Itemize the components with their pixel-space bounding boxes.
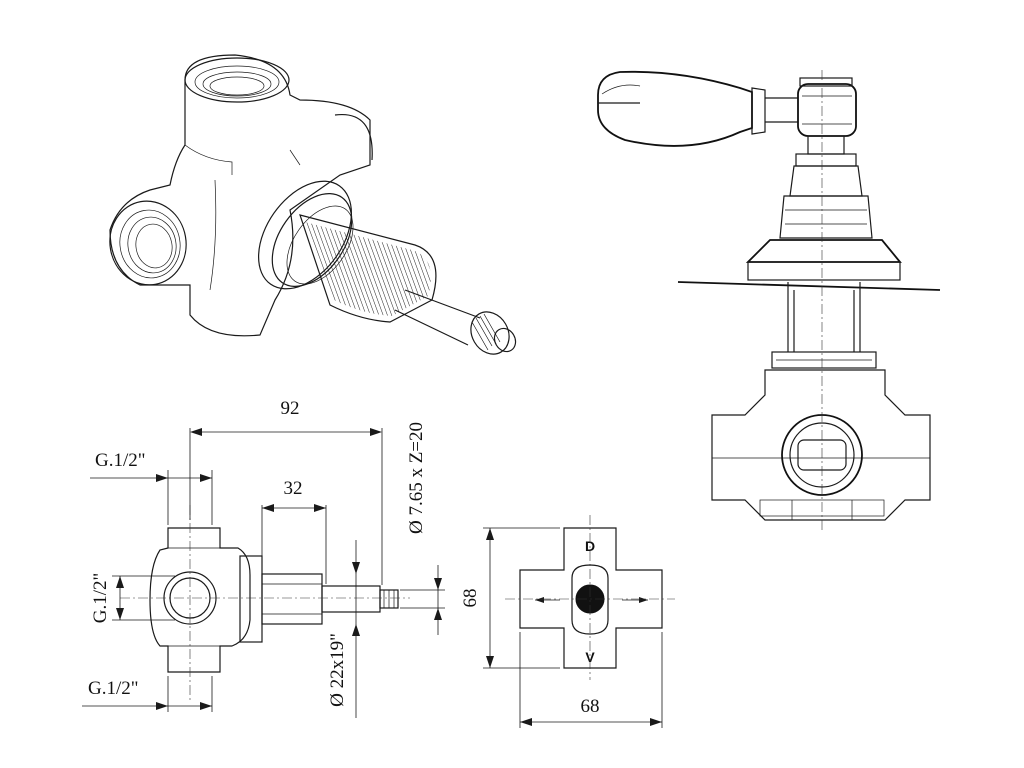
- dim-body-thread: Ø 22x19": [327, 633, 348, 707]
- dim-inlet-side: G.1/2": [90, 573, 111, 624]
- side-dimension-view: 92 32 G.1/2" G.1/2" G.1/2" Ø 7.65 x Z=20: [82, 398, 445, 718]
- plate-front-view: D V 68 68: [460, 515, 675, 728]
- dim-plate-width: 68: [581, 696, 600, 717]
- handle-elevation-view: [597, 70, 941, 530]
- dim-plate-height: 68: [460, 589, 481, 608]
- dim-overall-length: 92: [281, 398, 300, 419]
- dim-inlet-bottom: G.1/2": [88, 678, 139, 699]
- plate-mark-bottom: V: [585, 649, 595, 665]
- dim-spline: Ø 7.65 x Z=20: [406, 422, 427, 534]
- isometric-valve-view: [109, 54, 517, 355]
- dim-inlet-top: G.1/2": [95, 450, 146, 471]
- dim-spindle-length: 32: [284, 478, 303, 499]
